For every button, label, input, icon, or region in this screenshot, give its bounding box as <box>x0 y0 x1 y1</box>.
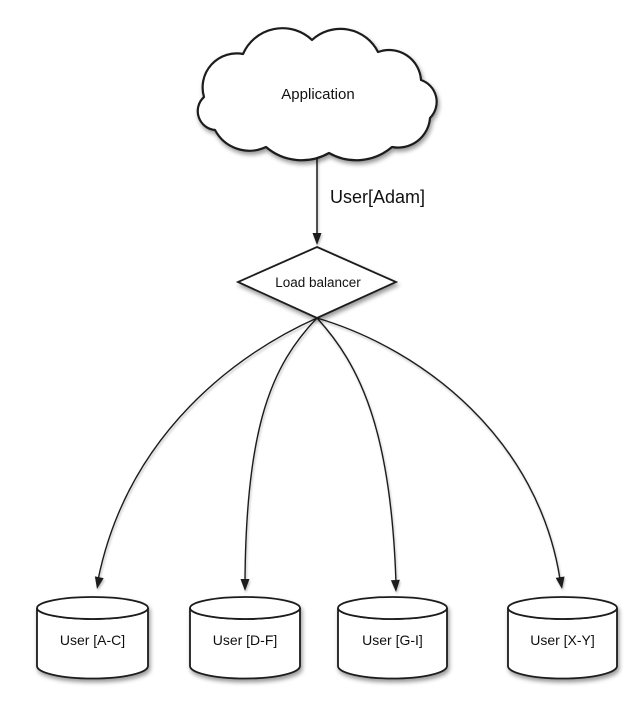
arrowhead-icon <box>94 576 104 589</box>
load-balancer-label: Load balancer <box>275 275 361 290</box>
edges-lb-to-shards <box>94 317 565 592</box>
cylinder-top <box>189 596 301 620</box>
cylinder-top <box>36 596 149 620</box>
edge-lb-to-shard-3 <box>316 317 565 589</box>
shard-2-node: User [G-I] <box>337 596 448 680</box>
arrowhead-icon <box>390 579 400 592</box>
shard-0-label: User [A-C] <box>60 632 125 648</box>
application-node: Application <box>196 27 438 162</box>
shard-1-node: User [D-F] <box>189 596 301 680</box>
lb-to-shard-0-line <box>97 317 318 581</box>
arrowhead-icon <box>312 233 322 245</box>
cloud-shape <box>196 27 438 162</box>
edge-lb-to-shard-1 <box>240 317 318 591</box>
arrowhead-icon <box>555 576 565 589</box>
arrowhead-icon <box>240 579 250 591</box>
load-balancer-node: Load balancer <box>235 246 399 319</box>
lb-to-shard-3-line <box>316 317 561 580</box>
application-label: Application <box>281 86 354 103</box>
cylinder-top <box>337 596 448 620</box>
edge-app-to-lb <box>312 157 322 245</box>
cylinder-top <box>507 596 618 620</box>
edge-lb-to-shard-0 <box>94 317 318 589</box>
shard-2-label: User [G-I] <box>362 632 423 648</box>
shard-3-node: User [X-Y] <box>507 596 618 680</box>
edge-lb-to-shard-2 <box>316 317 400 592</box>
lb-to-shard-1-line <box>244 317 318 583</box>
lb-to-shard-2-line <box>316 317 397 584</box>
edge-label-user-adam: User[Adam] <box>330 187 425 207</box>
shard-1-label: User [D-F] <box>213 632 278 648</box>
diamond-shape <box>235 246 399 319</box>
shard-3-label: User [X-Y] <box>530 632 595 648</box>
shard-0-node: User [A-C] <box>36 596 149 680</box>
